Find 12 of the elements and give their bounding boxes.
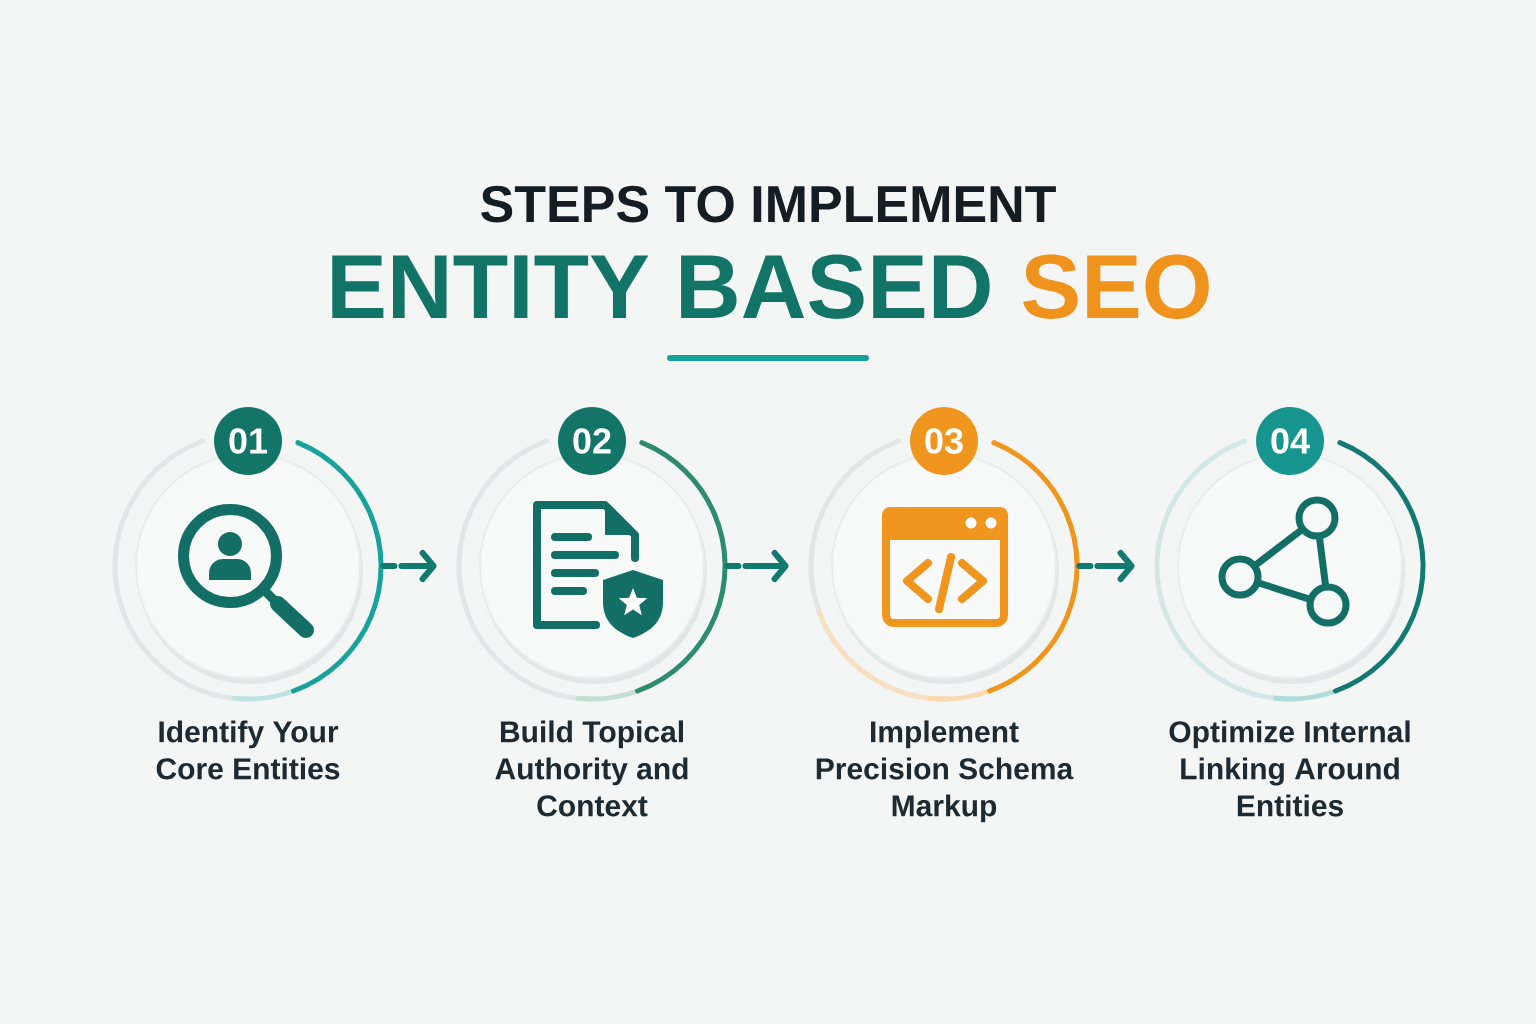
step-caption: Implement Precision Schema Markup: [816, 720, 1074, 823]
number-badge: 03: [910, 407, 978, 475]
number-badge: 02: [558, 407, 626, 475]
arrow: [724, 550, 789, 582]
heading-text: ENTITY BASED: [332, 254, 990, 319]
title: STEPS TO IMPLEMENT: [481, 185, 1056, 223]
number-badge: 01: [214, 407, 282, 475]
step-caption: Identify Your Core Entities: [156, 720, 340, 780]
number-badge: 04: [1256, 407, 1324, 475]
heading-text: SEO: [1023, 254, 1209, 319]
step-caption: Build Topical Authority and Context: [495, 720, 688, 817]
step-caption: Optimize Internal Linking Around Entities: [1169, 720, 1410, 817]
